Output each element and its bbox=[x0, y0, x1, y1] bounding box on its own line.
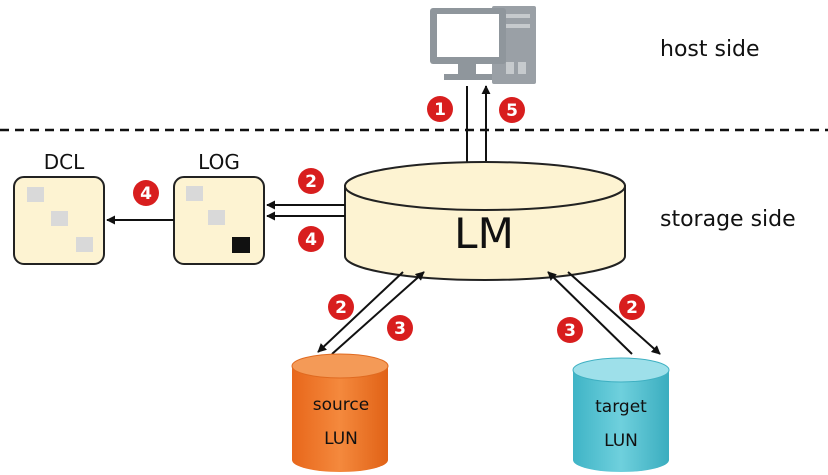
svg-text:3: 3 bbox=[564, 321, 576, 341]
source-lun-label-line1: source bbox=[313, 395, 369, 415]
step-badge-4-log: 4 bbox=[298, 226, 324, 252]
step-badge-2-log: 2 bbox=[298, 168, 324, 194]
source-lun-cylinder bbox=[291, 353, 389, 472]
log-box bbox=[173, 176, 265, 265]
step-badge-2-target: 2 bbox=[619, 294, 645, 320]
svg-text:3: 3 bbox=[394, 319, 406, 339]
step-badge-1: 1 bbox=[427, 96, 453, 122]
arrow-source-to-lm bbox=[331, 271, 425, 355]
svg-text:2: 2 bbox=[335, 298, 347, 318]
storage-side-label: storage side bbox=[660, 207, 796, 232]
step-badge-2-source: 2 bbox=[328, 294, 354, 320]
svg-text:4: 4 bbox=[305, 230, 317, 250]
log-label: LOG bbox=[198, 150, 240, 174]
dcl-box bbox=[13, 176, 105, 265]
arrow-lm-to-source bbox=[317, 271, 404, 353]
target-lun-label-line1: target bbox=[595, 397, 647, 417]
svg-text:5: 5 bbox=[506, 101, 518, 121]
arrow-target-to-lm bbox=[547, 271, 633, 355]
host-computer-icon bbox=[430, 6, 536, 84]
step-badge-5: 5 bbox=[499, 97, 525, 123]
lm-cylinder bbox=[344, 161, 626, 281]
lm-label: LM bbox=[454, 209, 514, 258]
step-badge-3-source: 3 bbox=[387, 315, 413, 341]
host-side-label: host side bbox=[660, 37, 760, 62]
source-lun-label-line2: LUN bbox=[324, 429, 358, 449]
step-badge-3-target: 3 bbox=[557, 317, 583, 343]
svg-text:4: 4 bbox=[140, 184, 152, 204]
dcl-label: DCL bbox=[44, 150, 85, 174]
svg-text:2: 2 bbox=[305, 172, 317, 192]
svg-text:1: 1 bbox=[434, 100, 446, 120]
arrow-lm-to-target bbox=[567, 271, 661, 355]
target-lun-label-line2: LUN bbox=[604, 431, 638, 451]
target-lun-cylinder bbox=[572, 357, 670, 472]
svg-text:2: 2 bbox=[626, 298, 638, 318]
step-badge-4-dcl: 4 bbox=[133, 180, 159, 206]
